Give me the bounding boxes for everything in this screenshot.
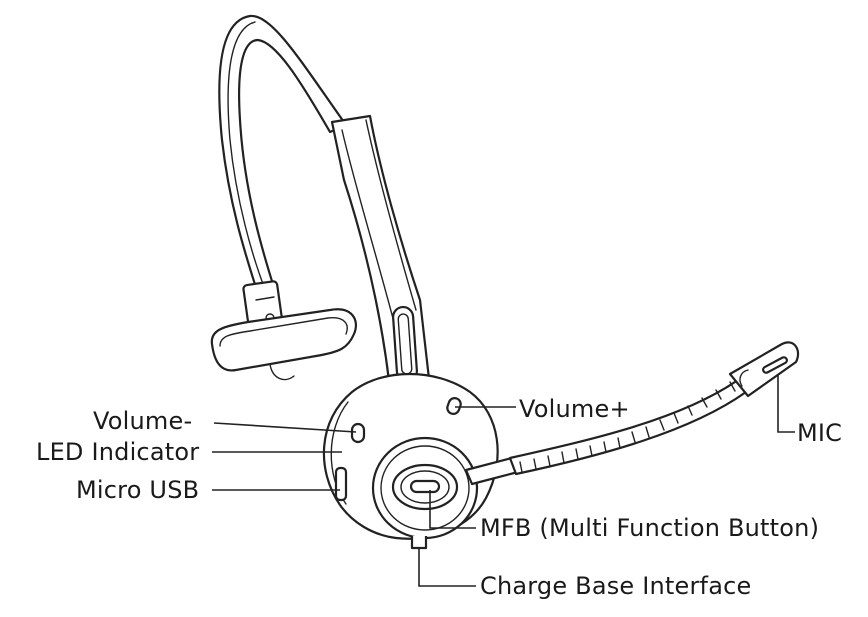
mic-label: MIC bbox=[797, 419, 843, 447]
volume-minus-label: Volume- bbox=[93, 407, 193, 435]
charge-base-label: Charge Base Interface bbox=[480, 572, 752, 600]
micro-usb-label: Micro USB bbox=[76, 476, 200, 504]
led-indicator-label: LED Indicator bbox=[36, 438, 200, 466]
mfb-label: MFB (Multi Function Button) bbox=[480, 514, 820, 542]
slider-arm bbox=[330, 114, 434, 412]
ear-cup bbox=[322, 372, 499, 550]
volume-plus-label: Volume+ bbox=[519, 395, 630, 423]
head-pad bbox=[210, 280, 357, 381]
leader-lines bbox=[212, 374, 795, 587]
mic-boom bbox=[464, 341, 800, 486]
headband bbox=[218, 14, 348, 296]
